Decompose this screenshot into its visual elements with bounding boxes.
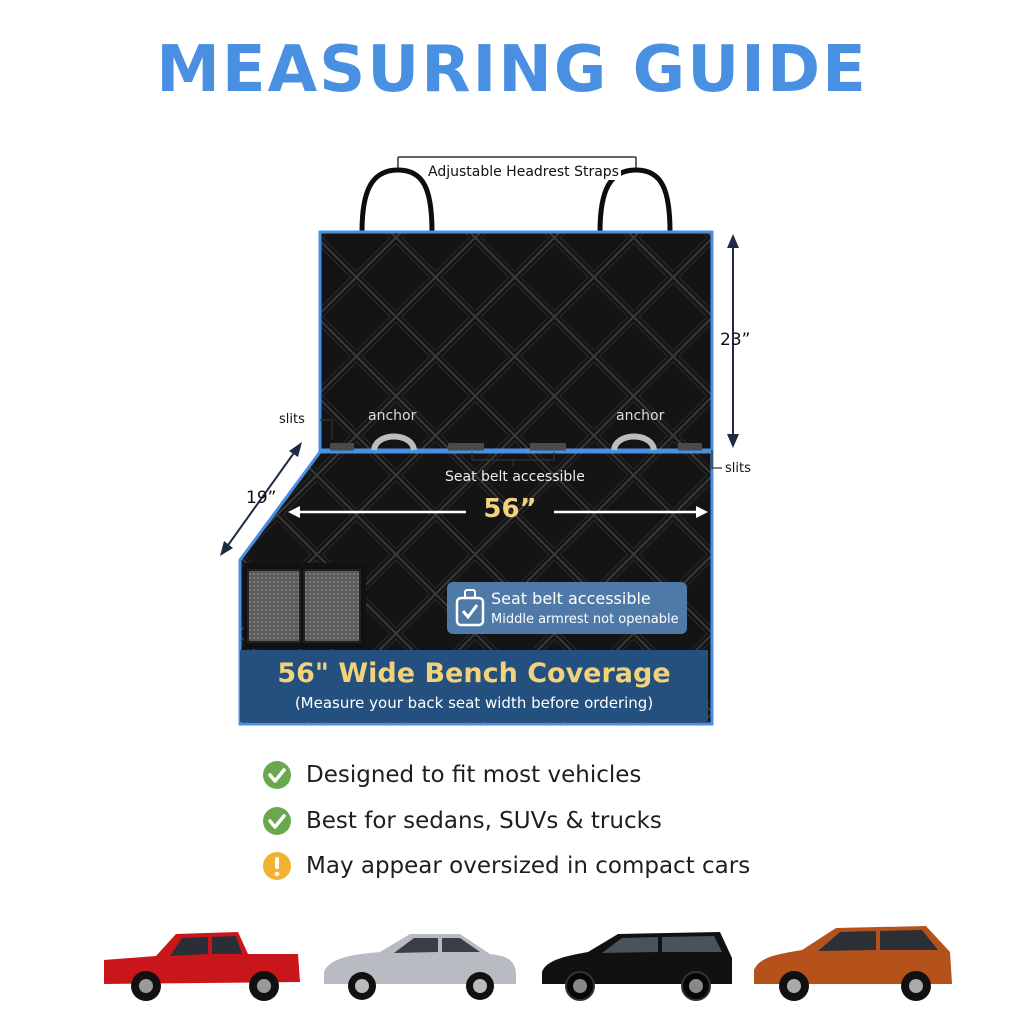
seat-belt-bracket [471, 452, 555, 466]
width-label: 56” [483, 494, 537, 524]
width-arrow [288, 506, 708, 518]
wagon-image [538, 910, 736, 1006]
banner-subline: (Measure your back seat width before ord… [294, 694, 654, 712]
seatbelt-buckle-icon [455, 589, 485, 627]
coverage-banner: 56" Wide Bench Coverage (Measure your ba… [240, 650, 708, 722]
seat-belt-badge: Seat belt accessible Middle armrest not … [447, 582, 687, 634]
warning-circle-icon [262, 851, 292, 881]
badge-line2: Middle armrest not openable [491, 612, 679, 627]
anchor-icon [371, 433, 417, 451]
headrest-strap-left [359, 167, 435, 235]
headrest-straps-label: Adjustable Headrest Straps [426, 164, 621, 180]
suv-image [750, 910, 956, 1006]
pickup-truck-image [98, 910, 304, 1006]
feature-text: Designed to fit most vehicles [306, 762, 642, 788]
backrest-panel [318, 230, 714, 452]
anchor-label-left: anchor [368, 408, 417, 424]
height-label: 23” [720, 330, 751, 350]
slits-label-left: slits [279, 412, 305, 427]
slits-label-right: slits [725, 461, 751, 476]
height-arrow [727, 234, 739, 448]
anchor-icon [611, 433, 657, 451]
feature-text: May appear oversized in compact cars [306, 853, 751, 879]
depth-arrow [220, 442, 302, 556]
headrest-strap-right [597, 167, 673, 235]
badge-line1: Seat belt accessible [491, 589, 651, 608]
check-circle-icon [262, 760, 292, 790]
sedan-image [320, 910, 520, 1006]
page-title: MEASURING GUIDE [156, 33, 868, 107]
depth-label: 19” [246, 488, 277, 508]
headrest-bracket [397, 156, 637, 168]
banner-headline: 56" Wide Bench Coverage [277, 658, 671, 689]
seat-belt-label: Seat belt accessible [445, 469, 585, 485]
check-circle-icon [262, 806, 292, 836]
feature-text: Best for sedans, SUVs & trucks [306, 808, 662, 834]
anchor-label-right: anchor [616, 408, 665, 424]
